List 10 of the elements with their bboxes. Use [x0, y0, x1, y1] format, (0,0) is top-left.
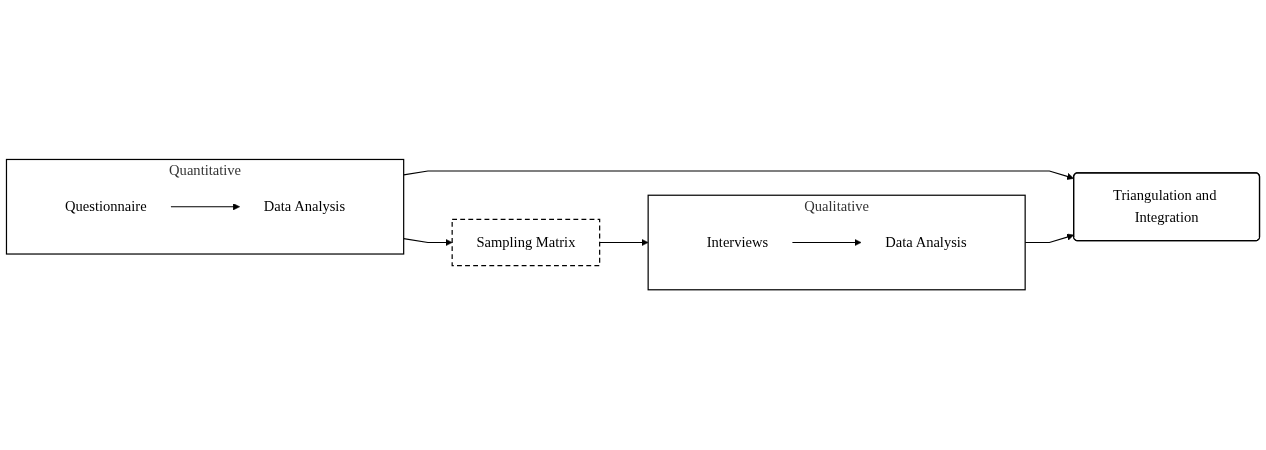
node-text: Interviews — [706, 234, 769, 251]
arrow — [403, 170, 1074, 181]
arrow — [599, 239, 649, 247]
arrow — [403, 238, 453, 247]
node-text: Data Analysis — [263, 198, 346, 215]
node-box: Sampling Matrix — [451, 219, 601, 267]
node-text: Data Analysis — [885, 234, 967, 251]
node-text: Questionnaire — [65, 198, 147, 215]
arrow — [791, 239, 862, 247]
arrow — [170, 203, 240, 211]
